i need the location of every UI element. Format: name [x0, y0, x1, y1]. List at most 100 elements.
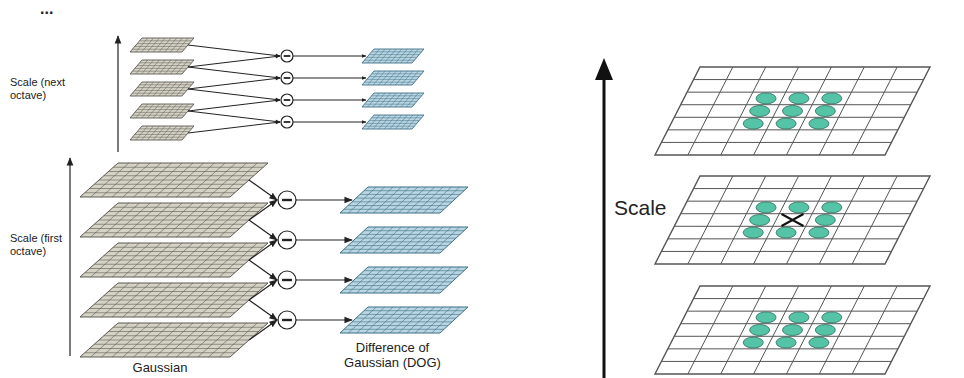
grid-line — [352, 201, 452, 202]
grid-outline — [362, 115, 424, 129]
dog-image — [340, 267, 468, 293]
subtract-symbol — [281, 116, 293, 128]
grid-line — [344, 289, 444, 290]
subtract-symbol — [278, 311, 296, 329]
grid-line — [135, 134, 187, 135]
grid-line — [352, 321, 452, 322]
grid-line — [668, 238, 898, 239]
dog-neighbourhood-grid — [655, 286, 930, 374]
grid-line — [113, 327, 263, 328]
grid-outline — [340, 227, 468, 253]
column-label: Difference of Gaussian (DOG) — [330, 341, 455, 371]
flow-arrow — [293, 78, 366, 79]
grid-line — [344, 209, 444, 210]
grid-line — [369, 120, 419, 121]
grid-line — [159, 126, 171, 140]
grid-line — [94, 304, 244, 305]
grid-line — [344, 329, 444, 330]
grid-outline — [80, 243, 268, 277]
dog-image — [362, 49, 424, 63]
flow-arrow — [293, 122, 366, 123]
grid-line — [694, 79, 924, 80]
neighbour-pixel — [815, 325, 835, 336]
grid-line — [147, 38, 159, 52]
grid-line — [674, 226, 904, 227]
grid-line — [140, 128, 192, 129]
grid-line — [401, 49, 413, 63]
grid-line — [687, 92, 917, 93]
grid-line — [137, 131, 189, 132]
neighbour-pixel — [815, 106, 835, 117]
grid-line — [390, 115, 402, 129]
grid-outline — [80, 283, 268, 317]
grid-line — [137, 87, 189, 88]
grid-line — [140, 62, 192, 63]
grid-line — [368, 93, 380, 107]
subtract-symbol — [278, 231, 296, 249]
flow-arrow — [188, 100, 280, 111]
grid-line — [94, 344, 244, 345]
grid-line — [147, 60, 159, 74]
subtract-symbol — [281, 50, 293, 62]
axis-label: Scale (first octave) — [10, 232, 68, 257]
grid-line — [406, 115, 418, 129]
grid-line — [142, 38, 154, 52]
dog-image — [340, 307, 468, 333]
gaussian-image — [130, 60, 194, 74]
gaussian-image — [80, 323, 268, 357]
grid-line — [85, 272, 235, 273]
grid-line — [104, 335, 254, 336]
grid-outline — [130, 104, 194, 118]
grid-line — [170, 126, 182, 140]
grid-line — [170, 60, 182, 74]
flow-arrow — [249, 280, 277, 300]
grid-line — [694, 298, 924, 299]
dog-image — [340, 187, 468, 213]
grid-line — [661, 361, 891, 362]
grid-line — [85, 352, 235, 353]
neighbour-pixel — [789, 202, 809, 213]
grid-line — [153, 104, 165, 118]
grid-line — [99, 260, 249, 261]
grid-line — [367, 101, 417, 102]
grid-line — [99, 180, 249, 181]
grid-outline — [362, 93, 424, 107]
grid-line — [401, 71, 413, 85]
neighbour-pixel — [756, 312, 776, 323]
neighbour-pixel — [743, 227, 763, 238]
grid-line — [688, 67, 733, 155]
grid-line — [390, 71, 402, 85]
neighbour-pixel — [815, 215, 835, 226]
grid-line — [373, 71, 385, 85]
flow-arrow — [188, 122, 280, 133]
grid-line — [85, 312, 235, 313]
grid-line — [687, 311, 917, 312]
grid-line — [90, 348, 240, 349]
flow-arrow — [249, 220, 277, 240]
neighbour-pixel — [789, 93, 809, 104]
dog-neighbourhood-grid — [655, 67, 930, 155]
grid-line — [90, 308, 240, 309]
neighbour-pixel — [750, 215, 770, 226]
grid-line — [348, 205, 448, 206]
flow-arrow — [249, 300, 277, 320]
grid-line — [406, 49, 418, 63]
grid-line — [153, 82, 165, 96]
flow-arrow — [296, 279, 352, 280]
flow-arrow — [249, 260, 277, 280]
neighbour-pixel — [750, 325, 770, 336]
grid-outline — [130, 60, 194, 74]
grid-line — [142, 126, 154, 140]
grid-line — [352, 241, 452, 242]
grid-line — [132, 137, 184, 138]
grid-line — [364, 270, 464, 271]
flow-arrow — [249, 240, 277, 260]
flow-arrow — [296, 199, 352, 200]
grid-line — [356, 238, 456, 239]
grid-line — [165, 38, 177, 52]
axis-label: Scale — [614, 196, 684, 220]
scale-axis — [595, 58, 613, 378]
grid-line — [109, 211, 259, 212]
grid-line — [364, 310, 464, 311]
